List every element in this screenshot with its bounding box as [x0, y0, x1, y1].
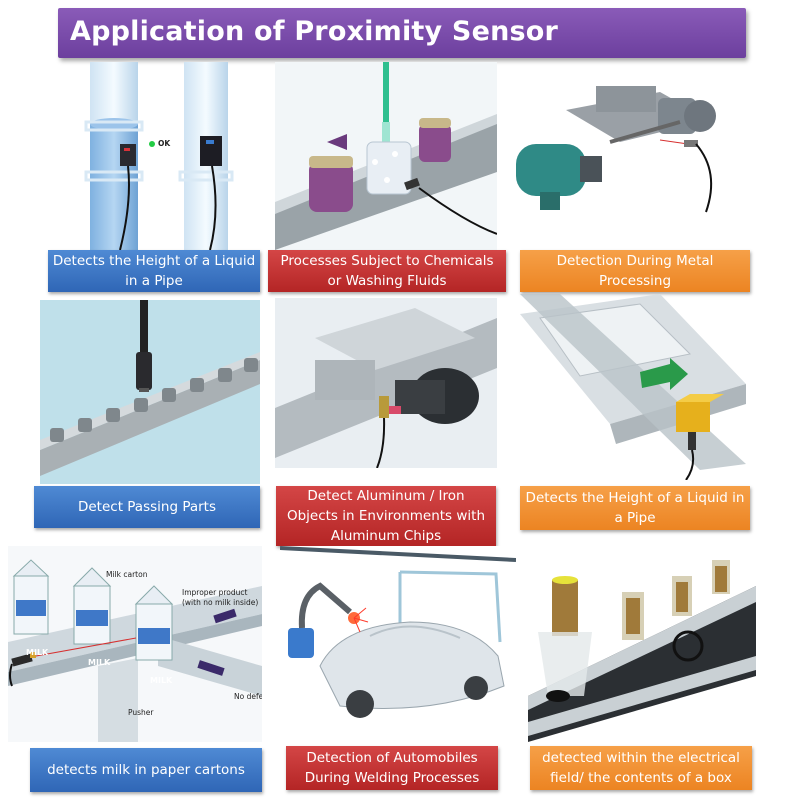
- milk-carton-1: [12, 559, 50, 635]
- milk-carton-label: Milk carton: [106, 570, 148, 579]
- improper-product-label: Improper product: [182, 588, 248, 597]
- page-title: Application of Proximity Sensor: [70, 16, 559, 47]
- panel-passing-parts: [40, 300, 260, 484]
- panel-liquid-pipe-2: [520, 294, 746, 480]
- panel-welding: [280, 546, 516, 742]
- caption-metal-processing: Detection During Metal Processing: [520, 250, 750, 292]
- panel-chemicals: [275, 62, 497, 250]
- milk-carton-illustration: [8, 546, 262, 742]
- no-defects-label: No defects: [234, 692, 262, 701]
- no-milk-inside-label: (with no milk inside): [182, 598, 259, 607]
- panel-aluminum-iron: [275, 298, 497, 468]
- metal-processing-illustration: [516, 86, 716, 213]
- passing-parts-illustration: [40, 300, 260, 484]
- pusher-label: Pusher: [128, 708, 154, 717]
- box-contents-illustration: [528, 546, 756, 742]
- caption-chemicals: Processes Subject to Chemicals or Washin…: [268, 250, 506, 292]
- caption-passing-parts: Detect Passing Parts: [34, 486, 260, 528]
- caption-box-contents: detected within the electrical field/ th…: [530, 746, 752, 790]
- milk-carton-3: [134, 585, 174, 661]
- panel-metal-processing: [510, 62, 740, 250]
- milk-text-2: MILK: [88, 658, 111, 667]
- caption-welding: Detection of Automobiles During Welding …: [286, 746, 498, 790]
- ok-label: OK: [158, 139, 171, 148]
- chemicals-illustration: [275, 62, 497, 250]
- caption-aluminum-iron: Detect Aluminum / Iron Objects in Enviro…: [276, 486, 496, 546]
- milk-carton-2: [72, 567, 112, 645]
- caption-milk-cartons: detects milk in paper cartons: [30, 748, 262, 792]
- liquid-pipe-illustration: [84, 62, 234, 250]
- milk-text-1: MILK: [26, 648, 49, 657]
- panel-milk-cartons: Milk carton Improper product (with no mi…: [8, 546, 262, 742]
- panel-liquid-pipe: OK: [60, 62, 260, 250]
- welding-illustration: [280, 546, 516, 742]
- title-banner: Application of Proximity Sensor: [58, 8, 746, 58]
- caption-liquid-pipe: Detects the Height of a Liquid in a Pipe: [48, 250, 260, 292]
- panel-box-contents: [528, 546, 756, 742]
- milk-text-3: MILK: [150, 676, 173, 685]
- caption-liquid-pipe-2: Detects the Height of a Liquid in a Pipe: [520, 486, 750, 530]
- tray-sensor-illustration: [520, 294, 746, 480]
- aluminum-iron-illustration: [275, 298, 497, 468]
